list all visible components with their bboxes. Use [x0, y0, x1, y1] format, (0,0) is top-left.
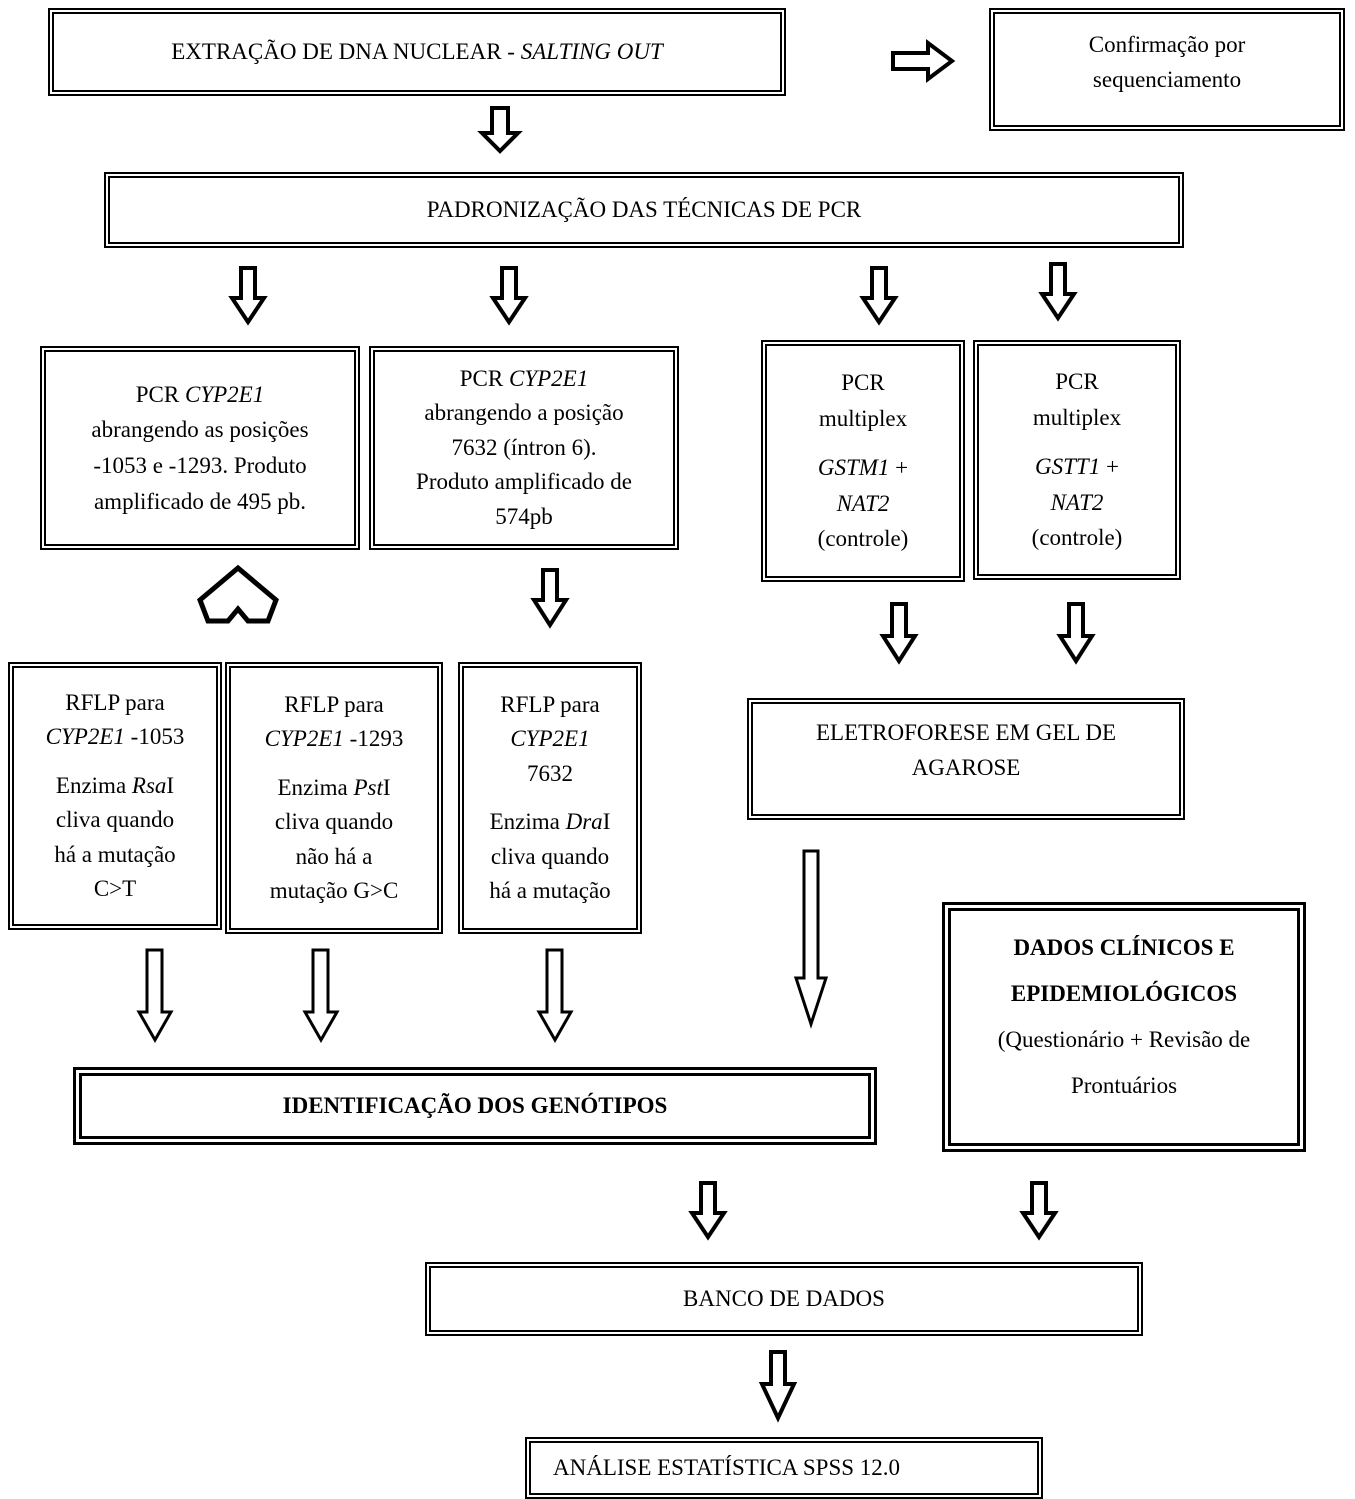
pcr-1053-line-2: abrangendo as posições — [91, 417, 309, 443]
box-banco-de-dados: BANCO DE DADOS — [425, 1262, 1143, 1336]
arrow-down-to-pcr-gstt1 — [1038, 262, 1078, 322]
rflp-1293-position: -1293 — [343, 726, 404, 751]
gstm1-line-1: PCR — [841, 369, 885, 395]
arrow-down-to-pcr-gstm1 — [859, 266, 899, 326]
rflp-7632-line-1: RFLP para — [500, 691, 600, 717]
gstm1-gene: GSTM1 — [817, 455, 890, 481]
rflp-7632-enzima: Enzima — [489, 809, 566, 834]
confirmacao-line-1: Confirmação por — [1088, 32, 1246, 57]
arrow-down-banco-to-analise — [758, 1350, 798, 1423]
gstm1-nat2: NAT2 — [836, 490, 890, 516]
arrow-down-eletroforese-to-identificacao — [793, 849, 829, 1029]
identificacao-text: IDENTIFICAÇÃO DOS GENÓTIPOS — [282, 1092, 668, 1118]
gstt1-line-2: multiplex — [1032, 404, 1122, 430]
dados-line-4: Prontuários — [1070, 1073, 1178, 1098]
rflp-7632-enzyme-suffix: I — [602, 809, 611, 834]
pcr-7632-prefix: PCR — [459, 365, 509, 391]
rflp-7632-line-5: há a mutação — [489, 878, 611, 903]
gstm1-controle: (controle) — [817, 526, 909, 552]
split-arrow-to-rflp — [197, 564, 279, 624]
rflp-1053-line-6: C>T — [93, 876, 137, 901]
arrow-down-identificacao-to-banco — [688, 1181, 728, 1241]
gstt1-plus: + — [1100, 454, 1119, 480]
pcr-7632-line-2: abrangendo a posição — [424, 400, 624, 426]
analise-text: ANÁLISE ESTATÍSTICA SPSS 12.0 — [553, 1454, 901, 1480]
rflp-1293-gene: CYP2E1 — [264, 726, 344, 751]
rflp-1053-line-1: RFLP para — [65, 689, 165, 715]
dados-line-3: (Questionário + Revisão de — [997, 1027, 1251, 1052]
arrow-down-to-pcr-7632 — [489, 266, 529, 326]
gstm1-plus: + — [889, 455, 909, 481]
pcr-7632-gene: CYP2E1 — [509, 365, 589, 391]
pcr-7632-line-4: Produto amplificado de — [416, 469, 632, 495]
eletroforese-line-2: AGAROSE — [911, 754, 1021, 780]
pcr-1053-gene: CYP2E1 — [185, 381, 265, 407]
gstm1-line-2: multiplex — [818, 405, 908, 431]
arrow-down-rflp-1053-to-identificacao — [136, 948, 174, 1044]
arrow-down-rflp-1293-to-identificacao — [302, 948, 340, 1044]
box-rflp-cyp2e1-1293: RFLP para CYP2E1 -1293 Enzima PstI cliva… — [225, 662, 443, 934]
rflp-1293-enzima: Enzima — [277, 774, 354, 800]
pcr-7632-line-5: 574pb — [495, 503, 553, 529]
pcr-7632-line-3: 7632 (íntron 6). — [451, 434, 597, 460]
rflp-7632-enzyme-italic: Dra — [565, 809, 603, 834]
rflp-7632-gene: CYP2E1 — [510, 726, 590, 751]
dados-line-2: EPIDEMIOLÓGICOS — [1010, 981, 1238, 1006]
arrow-down-to-rflp-7632 — [530, 568, 570, 629]
arrow-down-rflp-7632-to-identificacao — [536, 948, 574, 1044]
rflp-1293-line-1: RFLP para — [284, 691, 384, 717]
rflp-1293-line-4: cliva quando — [274, 809, 394, 834]
rflp-1293-enzyme-suffix: I — [382, 774, 391, 800]
extracao-text-italic: SALTING OUT — [520, 38, 663, 64]
box-confirmacao-sequenciamento: Confirmação por sequenciamento — [989, 8, 1345, 131]
box-identificacao-genotipos: IDENTIFICAÇÃO DOS GENÓTIPOS — [73, 1067, 877, 1145]
confirmacao-line-2: sequenciamento — [1092, 66, 1242, 92]
box-extracao-dna: EXTRAÇÃO DE DNA NUCLEAR - SALTING OUT — [48, 8, 786, 96]
box-pcr-cyp2e1-7632: PCR CYP2E1 abrangendo a posição 7632 (ín… — [369, 346, 679, 550]
rflp-1293-enzyme-italic: Pst — [353, 774, 383, 800]
extracao-text: EXTRAÇÃO DE DNA NUCLEAR - — [171, 38, 521, 64]
arrow-down-gstt1-to-eletroforese — [1056, 602, 1096, 665]
box-rflp-cyp2e1-7632: RFLP para CYP2E1 7632 Enzima DraI cliva … — [458, 662, 642, 934]
rflp-7632-line-4: cliva quando — [490, 843, 610, 869]
pcr-1053-prefix: PCR — [135, 381, 185, 407]
box-padronizacao-pcr: PADRONIZAÇÃO DAS TÉCNICAS DE PCR — [104, 172, 1184, 248]
box-rflp-cyp2e1-1053: RFLP para CYP2E1 -1053 Enzima RsaI cliva… — [8, 662, 222, 930]
dados-line-1: DADOS CLÍNICOS E — [1013, 935, 1235, 960]
gstt1-controle: (controle) — [1031, 525, 1123, 551]
rflp-1293-line-5: não há a — [295, 843, 373, 869]
rflp-1053-enzima: Enzima — [55, 772, 132, 798]
arrow-down-to-padronizacao — [477, 106, 523, 154]
rflp-7632-position: 7632 — [527, 760, 573, 786]
rflp-1053-enzyme-suffix: I — [166, 772, 175, 798]
rflp-1053-enzyme-italic: Rsa — [131, 772, 167, 798]
rflp-1293-line-6: mutação G>C — [269, 878, 399, 903]
box-eletroforese: ELETROFORESE EM GEL DE AGAROSE — [747, 698, 1185, 820]
arrow-down-dados-to-banco — [1019, 1181, 1059, 1241]
pcr-1053-line-3: -1053 e -1293. Produto — [93, 453, 307, 478]
box-pcr-multiplex-gstt1: PCR multiplex GSTT1 + NAT2 (controle) — [973, 340, 1181, 580]
padronizacao-text: PADRONIZAÇÃO DAS TÉCNICAS DE PCR — [426, 196, 862, 222]
box-dados-clinicos: DADOS CLÍNICOS E EPIDEMIOLÓGICOS (Questi… — [942, 902, 1306, 1152]
rflp-1053-gene: CYP2E1 — [45, 724, 125, 749]
eletroforese-line-1: ELETROFORESE EM GEL DE — [815, 720, 1117, 745]
arrow-down-gstm1-to-eletroforese — [879, 602, 919, 665]
banco-text: BANCO DE DADOS — [683, 1285, 885, 1311]
gstt1-line-1: PCR — [1055, 368, 1099, 394]
gstt1-gene: GSTT1 — [1035, 454, 1101, 480]
arrow-down-to-pcr-1053 — [228, 266, 268, 326]
box-pcr-cyp2e1-1053-1293: PCR CYP2E1 abrangendo as posições -1053 … — [40, 346, 360, 550]
rflp-1053-position: -1053 — [124, 724, 185, 749]
rflp-1053-line-5: há a mutação — [54, 841, 176, 867]
rflp-1053-line-4: cliva quando — [55, 807, 175, 832]
box-pcr-multiplex-gstm1: PCR multiplex GSTM1 + NAT2 (controle) — [761, 340, 965, 582]
box-analise-estatistica: ANÁLISE ESTATÍSTICA SPSS 12.0 — [525, 1437, 1043, 1499]
gstt1-nat2: NAT2 — [1050, 489, 1104, 515]
arrow-right-to-confirmacao — [891, 39, 956, 83]
pcr-1053-line-4: amplificado de 495 pb. — [93, 488, 307, 514]
